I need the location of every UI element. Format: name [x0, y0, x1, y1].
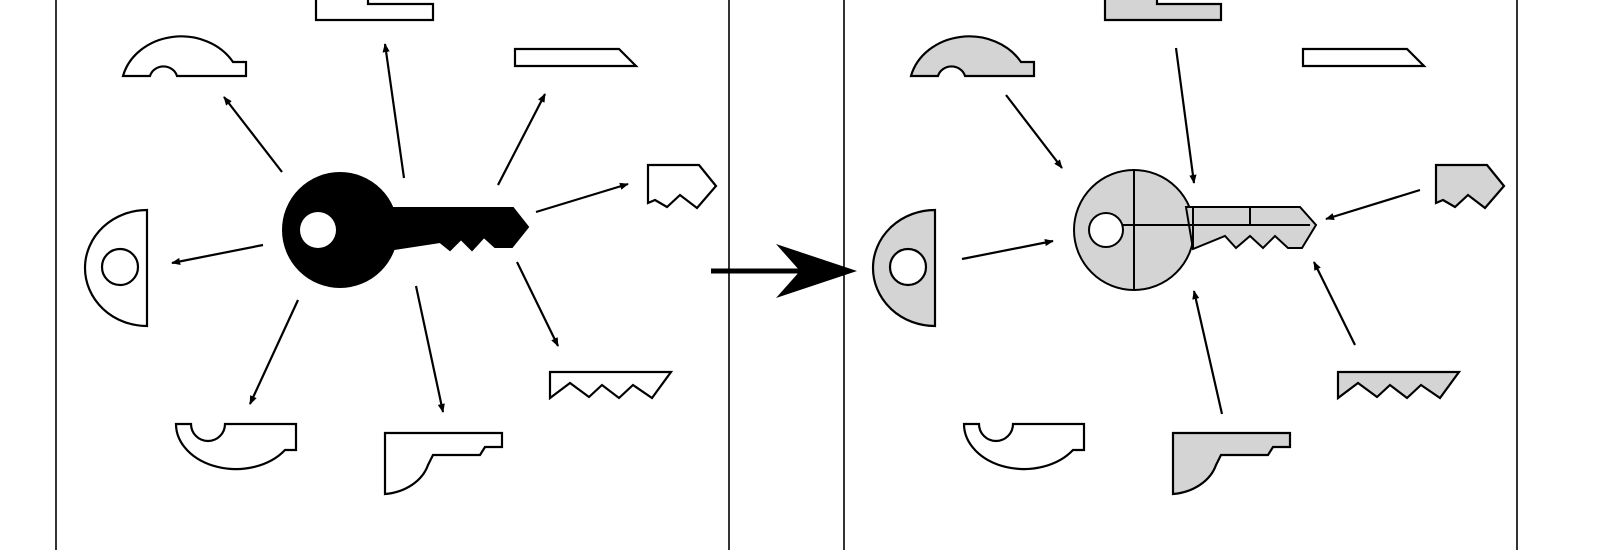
- fragment-blade-sliver: [513, 47, 639, 68]
- transition-arrow: [711, 244, 857, 298]
- arrow-out-5: [516, 261, 559, 347]
- fragment-bow-lower-white: [962, 422, 1086, 471]
- solid-key-icon: [282, 172, 530, 288]
- arrow-in-6: [961, 239, 1054, 261]
- panel-frames: [55, 0, 1518, 550]
- decomposition-panel: [83, 0, 718, 496]
- arrow-in-2: [1174, 47, 1197, 184]
- arrow-out-8: [171, 243, 264, 265]
- arrow-out-2: [382, 43, 406, 179]
- fragment-bow-upper-gray: [909, 35, 1036, 78]
- fragment-top-notch-gray: [1103, 0, 1223, 22]
- arrow-in-1: [1005, 94, 1063, 169]
- arrow-out-3: [497, 93, 546, 186]
- arrow-out-1: [223, 96, 283, 173]
- arrow-out-6: [414, 285, 445, 413]
- fragment-bow-hole-gray: [888, 247, 928, 287]
- fragments-outline: [83, 0, 718, 496]
- outward-arrows: [171, 43, 629, 413]
- arrow-out-7: [249, 299, 299, 405]
- inward-arrows: [961, 47, 1421, 415]
- segmented-key-icon: [1073, 169, 1318, 291]
- arrow-in-5: [1192, 290, 1224, 415]
- reassembly-panel: [871, 0, 1506, 496]
- fragment-blade-sliver-white: [1301, 47, 1427, 68]
- fragment-bow-lower: [174, 422, 298, 471]
- fragment-key-tip-gray: [1434, 163, 1506, 210]
- fragment-bow-upper: [121, 35, 248, 78]
- fragment-key-tip: [646, 163, 718, 210]
- fragment-teeth-gray: [1336, 370, 1462, 401]
- fragment-shank-gray: [1171, 431, 1292, 496]
- arrow-in-3: [1325, 188, 1421, 221]
- fragments-reassembly: [871, 0, 1506, 496]
- arrow-out-4: [535, 182, 629, 214]
- fragment-teeth: [548, 370, 674, 401]
- arrow-in-4: [1313, 261, 1356, 346]
- fragment-top-notch: [314, 0, 435, 22]
- fragment-shank: [383, 431, 504, 496]
- fragment-bow-hole: [100, 247, 140, 287]
- arrow-right-icon: [776, 244, 857, 298]
